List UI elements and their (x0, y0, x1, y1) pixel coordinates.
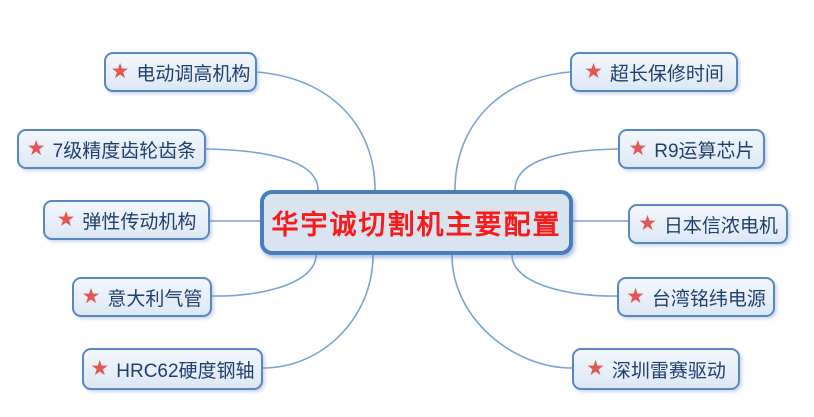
central-topic-label: 华宇诚切割机主要配置 (271, 210, 562, 240)
branch-node-left-4[interactable]: ★ 意大利气管 (72, 277, 212, 317)
star-icon: ★ (56, 207, 76, 231)
branch-node-right-5[interactable]: ★ 深圳雷赛驱动 (572, 348, 740, 390)
star-icon: ★ (584, 59, 603, 83)
branch-node-left-1[interactable]: ★ 电动调高机构 (104, 52, 257, 92)
branch-node-label: 深圳雷赛驱动 (611, 360, 726, 382)
connector-left-2 (205, 148, 319, 191)
central-topic-node[interactable]: 华宇诚切割机主要配置 (260, 190, 573, 255)
star-icon: ★ (628, 136, 648, 160)
branch-node-label: 台湾铭纬电源 (651, 288, 766, 310)
connector-left-1 (256, 71, 376, 191)
star-icon: ★ (81, 284, 101, 308)
star-icon: ★ (638, 211, 657, 235)
branch-node-label: R9运算芯片 (654, 140, 755, 162)
branch-node-left-3[interactable]: ★ 弹性传动机构 (43, 200, 210, 240)
star-icon: ★ (26, 136, 46, 160)
branch-node-label: HRC62硬度钢轴 (116, 360, 255, 382)
connector-right-4 (511, 254, 618, 297)
branch-node-label: 电动调高机构 (136, 63, 251, 85)
branch-node-left-2[interactable]: ★ 7级精度齿轮齿条 (17, 129, 206, 169)
branch-node-label: 7级精度齿轮齿条 (52, 140, 197, 162)
branch-node-right-1[interactable]: ★ 超长保修时间 (570, 52, 738, 92)
branch-node-left-5[interactable]: ★ HRC62硬度钢轴 (82, 348, 263, 390)
connector-left-4 (211, 254, 317, 297)
branch-node-label: 弹性传动机构 (82, 211, 197, 233)
star-icon: ★ (586, 356, 605, 380)
branch-node-label: 日本信浓电机 (663, 215, 778, 237)
connector-left-5 (262, 254, 374, 369)
branch-node-right-2[interactable]: ★ R9运算芯片 (618, 129, 765, 169)
star-icon: ★ (90, 356, 110, 380)
branch-node-label: 超长保修时间 (609, 63, 724, 85)
star-icon: ★ (626, 284, 645, 308)
branch-node-label: 意大利气管 (107, 288, 203, 310)
connector-right-5 (451, 254, 573, 369)
connector-right-1 (454, 71, 571, 191)
branch-node-right-4[interactable]: ★ 台湾铭纬电源 (617, 277, 775, 317)
star-icon: ★ (110, 59, 130, 83)
branch-node-right-3[interactable]: ★ 日本信浓电机 (628, 204, 788, 244)
connector-right-2 (514, 148, 619, 191)
